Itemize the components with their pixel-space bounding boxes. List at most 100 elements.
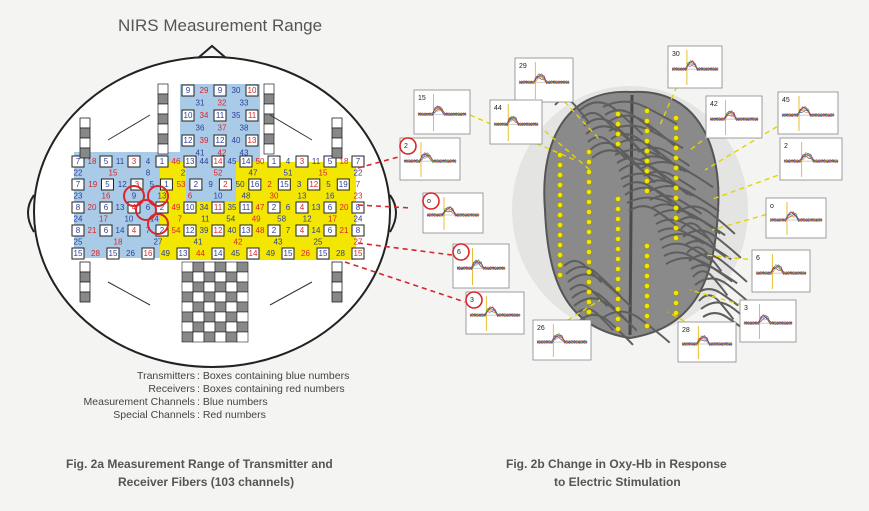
channel-dot [615, 141, 621, 147]
caption-left-line1: Fig. 2a Measurement Range of Transmitter… [66, 457, 333, 471]
channel-dot [644, 253, 650, 259]
grid-cell: 12 [214, 226, 223, 235]
grid-cell: 8 [76, 226, 81, 235]
trace-panel-ch2: 2 [399, 137, 461, 181]
grid-cell: 11 [312, 157, 321, 166]
grid-cell: 5 [105, 180, 110, 189]
grid-cell: 4 [286, 157, 291, 166]
grid-cell: 28 [91, 249, 100, 258]
grid-cell: 50 [236, 180, 245, 189]
caption-right-line2: to Electric Stimulation [554, 475, 681, 489]
grid-cell: 13 [179, 249, 188, 258]
channel-dot [615, 286, 621, 292]
trace-panel-ch6r: 6 [751, 249, 811, 293]
grid-cell: 54 [172, 226, 181, 235]
legend-value: Boxes containing red numbers [202, 383, 345, 395]
trace-panel-ch0: o [422, 192, 484, 234]
channel-dot [673, 235, 679, 241]
grid-cell: 14 [312, 226, 321, 235]
grid-top-cell: 35 [232, 111, 241, 120]
channel-dot [644, 158, 650, 164]
grid-cell: 13 [116, 203, 125, 212]
grid-cell: 7 [356, 157, 361, 166]
grid-top-cell: 42 [218, 149, 227, 158]
grid-cell: 58 [277, 215, 286, 224]
grid-cell: 9 [208, 180, 213, 189]
channel-dot [644, 323, 650, 329]
grid-cell: 6 [328, 203, 333, 212]
grid-cell: 11 [214, 203, 223, 212]
grid-cell: 49 [252, 215, 261, 224]
grid-cell: 14 [150, 215, 159, 224]
trace-panel-ch30: 30 [667, 45, 723, 89]
grid-cell: 7 [76, 180, 81, 189]
grid-cell: 13 [242, 226, 251, 235]
channel-dot [673, 195, 679, 201]
grid-cell: 17 [99, 215, 108, 224]
legend-row: Special Channels: Red numbers [40, 409, 349, 422]
grid-cell: 14 [242, 157, 251, 166]
channel-dot [557, 242, 563, 248]
brain-image [512, 86, 760, 346]
channel-dot [586, 189, 592, 195]
channel-dot [644, 108, 650, 114]
channel-dot [557, 162, 563, 168]
channel-dot [644, 283, 650, 289]
channel-dot [557, 252, 563, 258]
grid-top-cell: 36 [196, 124, 205, 133]
grid-top-cell: 12 [184, 136, 193, 145]
legend-sep: : [197, 383, 203, 395]
grid-cell: 28 [336, 249, 345, 258]
grid-cell: 27 [154, 238, 163, 247]
trace-label: 44 [494, 105, 502, 112]
grid-cell: 15 [280, 180, 289, 189]
grid-cell: 27 [354, 238, 363, 247]
grid-cell: 17 [328, 215, 337, 224]
figure-title: NIRS Measurement Range [118, 16, 323, 35]
grid-cell: 52 [214, 169, 223, 178]
grid-cell: 20 [340, 203, 349, 212]
grid-cell: 3 [300, 157, 305, 166]
trace-panel-ch0r: o [765, 197, 827, 239]
grid-top-cell: 11 [248, 111, 257, 120]
grid-cell: 23 [74, 192, 83, 201]
channel-dot [615, 206, 621, 212]
legend-value: Red numbers [202, 409, 266, 421]
grid-cell: 46 [172, 157, 181, 166]
channel-dot [615, 276, 621, 282]
trace-label: 6 [756, 255, 760, 262]
grid-top-cell: 33 [240, 99, 249, 108]
channel-dot [557, 182, 563, 188]
grid-cell: 10 [214, 192, 223, 201]
grid-top-cell: 40 [232, 136, 241, 145]
grid-cell: 2 [272, 203, 277, 212]
grid-cell: 2 [160, 203, 165, 212]
grid-cell: 43 [274, 238, 283, 247]
grid-cell: 16 [326, 192, 335, 201]
grid-cell: 20 [88, 203, 97, 212]
legend-sep: : [197, 409, 203, 421]
grid-cell: 19 [339, 180, 348, 189]
channel-dot [557, 262, 563, 268]
channel-dot [586, 259, 592, 265]
channel-dot [557, 172, 563, 178]
grid-cell: 22 [74, 169, 83, 178]
grid-cell: 5 [326, 180, 331, 189]
channel-dot [586, 169, 592, 175]
grid-top-cell: 34 [200, 111, 209, 120]
grid-top-cell: 41 [196, 149, 205, 158]
legend-row: Transmitters: Boxes containing blue numb… [40, 370, 349, 383]
trace-label: 29 [519, 63, 527, 70]
grid-cell: 7 [146, 226, 151, 235]
channel-dot [586, 199, 592, 205]
grid-cell: 22 [354, 169, 363, 178]
caption-left-line2: Receiver Fibers (103 channels) [118, 475, 295, 489]
grid-cell: 13 [298, 192, 307, 201]
channel-dot [673, 225, 679, 231]
grid-cell: 5 [149, 180, 154, 189]
grid-cell: 21 [340, 226, 349, 235]
channel-dot [615, 326, 621, 332]
grid-cell: 8 [146, 169, 151, 178]
channel-dot [644, 243, 650, 249]
